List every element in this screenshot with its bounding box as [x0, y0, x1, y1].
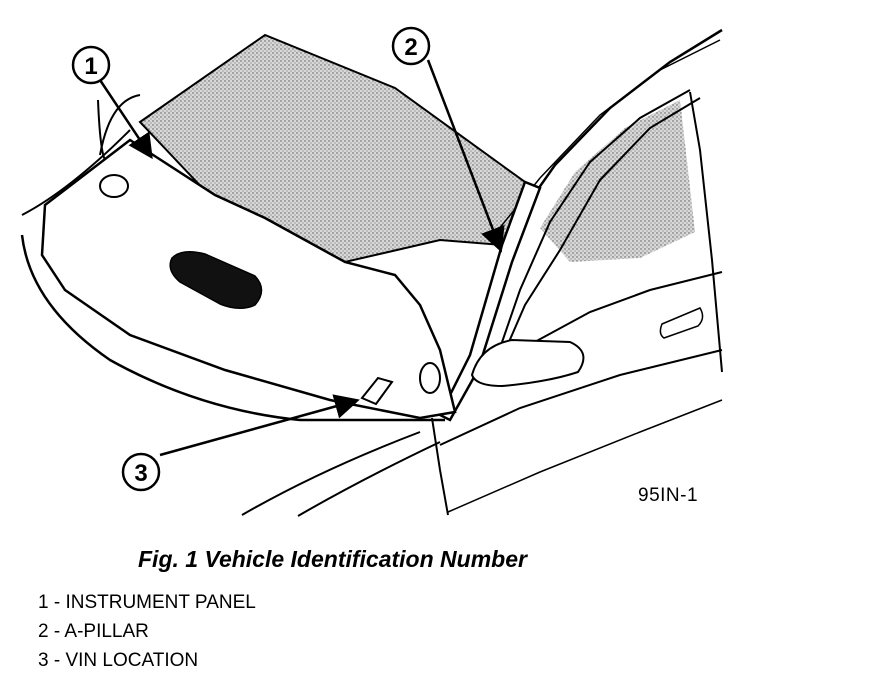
- fender-line: [20, 234, 445, 422]
- door-window-frame: [499, 89, 691, 349]
- hood-outline: [21, 129, 131, 216]
- callout-3-circle: [121, 452, 161, 492]
- callout-legend: 1 - INSTRUMENT PANEL 2 - A-PILLAR 3 - VI…: [38, 592, 256, 679]
- legend-item: 3 - VIN LOCATION: [38, 650, 199, 671]
- figure-code: 95IN-1: [638, 485, 699, 506]
- defroster-knob: [99, 174, 129, 198]
- hood-center-line: [297, 441, 441, 517]
- callout-3-number: 3: [134, 460, 147, 487]
- instrument-panel-hood: [97, 99, 106, 161]
- side-mirror: [470, 338, 585, 388]
- callout-1-leader: [98, 79, 153, 160]
- callout-2-circle: [391, 26, 431, 66]
- legend-item: 2 - A-PILLAR: [38, 621, 149, 642]
- defroster-vent: [169, 251, 263, 309]
- vin-plate: [360, 376, 394, 406]
- door-belt-line: [519, 271, 723, 351]
- vehicle-illustration: 1 2 3: [20, 26, 723, 517]
- door-window-glass: [540, 100, 695, 262]
- callout-1-circle: [71, 45, 111, 85]
- callout-2-leader: [426, 59, 505, 253]
- fender-edge: [431, 417, 449, 516]
- callout-1-number: 1: [84, 53, 97, 80]
- door-rear-edge: [689, 91, 723, 373]
- legend-item: 1 - INSTRUMENT PANEL: [38, 592, 256, 613]
- callout-3-leader: [159, 394, 360, 457]
- figure-caption: Fig. 1 Vehicle Identification Number: [138, 546, 527, 572]
- door-lower-line: [439, 349, 723, 446]
- door-handle: [659, 307, 704, 339]
- hood-front-line: [241, 431, 421, 516]
- body-bottom-line: [447, 399, 723, 513]
- door-window-frame-inner: [501, 97, 701, 359]
- a-pillar-shape: [438, 180, 542, 422]
- speaker-grille: [419, 362, 441, 394]
- callout-2-number: 2: [404, 34, 417, 61]
